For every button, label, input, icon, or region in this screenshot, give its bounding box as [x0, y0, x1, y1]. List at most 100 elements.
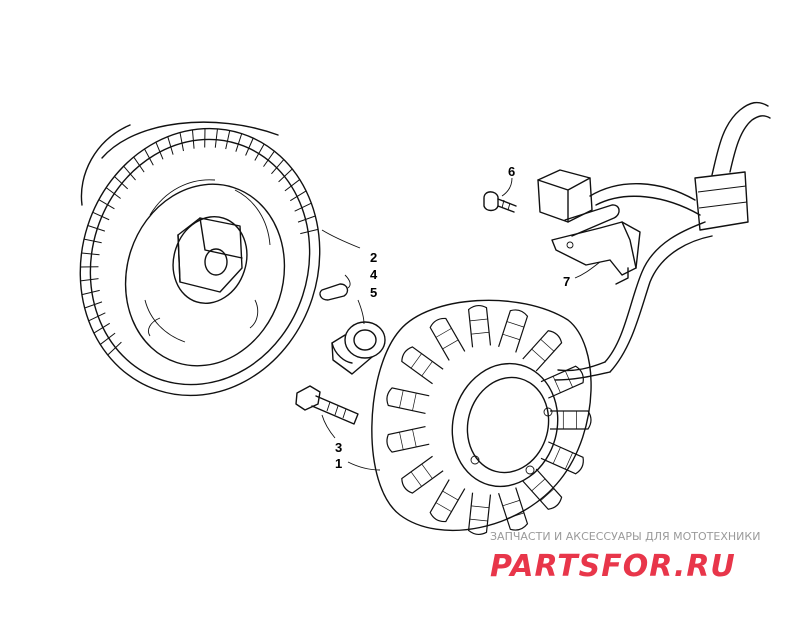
stator-pole: [498, 487, 529, 531]
winding-line: [412, 392, 417, 411]
winding-line: [531, 348, 546, 362]
gear-tooth: [297, 215, 316, 223]
stator-pole: [522, 468, 563, 510]
stator-pole: [386, 387, 430, 415]
leader-1: [347, 461, 381, 471]
gear-tooth: [87, 225, 106, 232]
gear-tooth: [133, 156, 145, 173]
winding-line: [442, 339, 459, 350]
callout-7: 7: [563, 274, 570, 289]
gear-tooth: [81, 252, 100, 256]
winding-line: [469, 318, 488, 322]
winding-line: [552, 447, 561, 464]
callout-labels: 2 4 5 3 1 6 7: [335, 164, 570, 471]
gear-tooth: [81, 289, 100, 296]
gear-tooth: [300, 228, 319, 235]
stator-pole: [429, 479, 466, 523]
gear-tooth: [167, 136, 174, 155]
leader-7: [574, 261, 601, 279]
stator-poles: [386, 304, 592, 536]
gear-tooth: [114, 176, 129, 190]
gear-tooth: [93, 322, 110, 334]
stator-pole: [540, 441, 584, 475]
gear-tooth: [107, 341, 122, 356]
sensor-screw: [483, 191, 517, 213]
gear-tooth: [179, 132, 184, 152]
stator-pole: [386, 425, 430, 453]
callout-2: 2: [370, 250, 377, 265]
gear-tooth: [225, 130, 231, 150]
gear-tooth: [214, 128, 218, 148]
gear-tooth: [92, 211, 110, 221]
winding-line: [564, 452, 573, 470]
gear-tooth: [284, 179, 301, 192]
gear-tooth: [84, 301, 103, 309]
winding-line: [435, 502, 452, 512]
gear-tooth: [98, 199, 115, 210]
watermark-logo: PARTSFOR.RU: [490, 549, 736, 584]
gear-tooth: [83, 238, 102, 244]
callout-5: 5: [370, 285, 377, 300]
gear-tooth: [99, 332, 116, 345]
winding-line: [399, 390, 404, 408]
winding-line: [471, 505, 490, 509]
stator-pole: [467, 304, 492, 348]
callout-4: 4: [370, 267, 378, 282]
stator-bolt: [295, 385, 359, 425]
winding-line: [471, 331, 490, 335]
wire-harness: [589, 101, 771, 373]
flywheel-rotor: [79, 121, 321, 397]
gear-tooth: [290, 190, 307, 202]
winding-line: [399, 432, 404, 450]
gear-tooth: [263, 150, 275, 167]
woodruff-key: [319, 283, 349, 301]
callout-3: 3: [335, 440, 342, 455]
winding-line: [469, 518, 488, 522]
winding-line: [540, 338, 555, 352]
winding-line: [421, 463, 433, 479]
gear-tooth: [278, 168, 293, 183]
stator-pole: [522, 330, 563, 372]
gear-tooth: [191, 129, 195, 149]
stator-pole: [540, 365, 584, 399]
leader-3: [321, 414, 336, 439]
callout-6: 6: [508, 164, 515, 179]
stator-pole: [401, 455, 444, 494]
gear-tooth: [123, 165, 136, 181]
winding-line: [531, 478, 546, 492]
watermark-tagline: ЗАПЧАСТИ И АКСЕССУАРЫ ДЛЯ МОТОТЕХНИКИ: [490, 530, 760, 543]
gear-tooth: [144, 148, 154, 166]
stator-pole: [429, 317, 466, 361]
leader-2: [321, 229, 361, 249]
gear-tooth: [80, 278, 99, 282]
leader-lines: [321, 177, 601, 471]
gear-tooth: [105, 187, 121, 199]
winding-line: [435, 328, 452, 338]
stator-pole: [550, 410, 592, 430]
leader-4: [344, 274, 351, 289]
winding-line: [421, 361, 433, 377]
winding-line: [442, 490, 459, 501]
winding-line: [506, 321, 525, 328]
leader-5: [357, 299, 365, 325]
winding-line: [552, 376, 561, 393]
gear-tooth: [245, 137, 254, 156]
winding-line: [540, 488, 555, 502]
winding-line: [502, 333, 520, 341]
winding-line: [410, 471, 422, 487]
gear-tooth: [294, 202, 312, 212]
stator-pole: [401, 346, 444, 385]
winding-line: [412, 429, 417, 448]
ring-gear-teeth: [80, 128, 319, 356]
stator-pole: [467, 492, 492, 536]
spacer-bushing: [331, 321, 386, 375]
winding-line: [410, 353, 422, 369]
stator-pole: [498, 309, 529, 353]
gear-tooth: [88, 312, 106, 322]
winding-line: [506, 512, 525, 519]
gear-tooth: [155, 141, 164, 160]
gear-tooth: [254, 143, 265, 161]
stator-assembly: [371, 299, 611, 536]
gear-tooth: [235, 133, 243, 152]
